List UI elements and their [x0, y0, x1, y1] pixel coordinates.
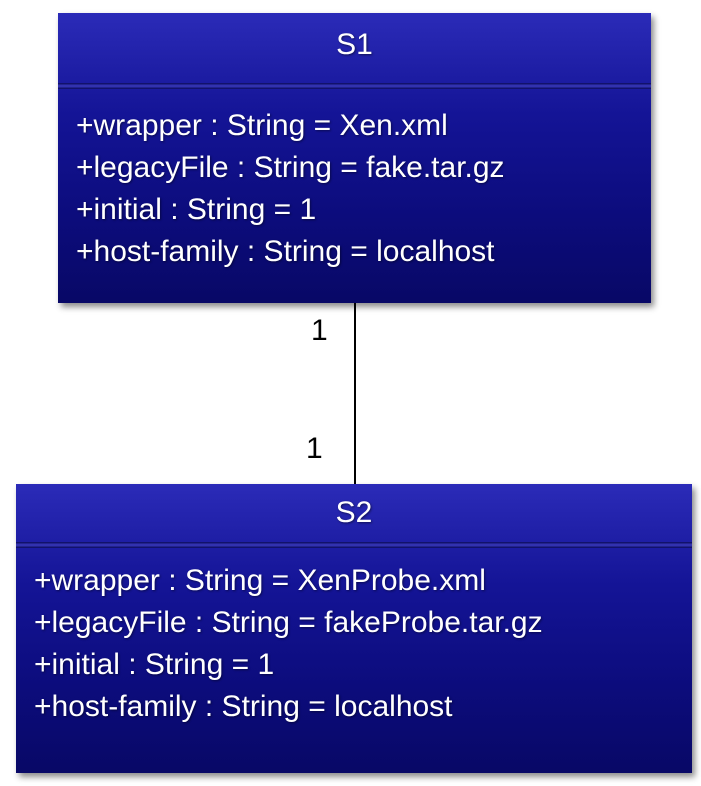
attribute-legacy-file: +legacyFile : String = fake.tar.gz — [76, 151, 505, 184]
class-s2: S2 +wrapper : String = XenProbe.xml +leg… — [16, 484, 692, 773]
class-divider — [16, 542, 692, 548]
attribute-initial: +initial : String = 1 — [34, 648, 275, 681]
attribute-list-s2: +wrapper : String = XenProbe.xml +legacy… — [34, 560, 684, 728]
multiplicity-top: 1 — [311, 314, 328, 347]
association-line — [354, 303, 356, 484]
attribute-initial: +initial : String = 1 — [76, 193, 317, 226]
attribute-legacy-file: +legacyFile : String = fakeProbe.tar.gz — [34, 606, 543, 639]
attribute-host-family: +host-family : String = localhost — [34, 690, 453, 723]
multiplicity-bottom: 1 — [306, 432, 323, 465]
attribute-wrapper: +wrapper : String = XenProbe.xml — [34, 564, 486, 597]
class-divider — [58, 83, 651, 89]
attribute-wrapper: +wrapper : String = Xen.xml — [76, 109, 448, 142]
class-name-s2: S2 — [335, 496, 373, 529]
attribute-host-family: +host-family : String = localhost — [76, 235, 495, 268]
attribute-list-s1: +wrapper : String = Xen.xml +legacyFile … — [76, 105, 643, 273]
class-name-s1: S1 — [336, 27, 373, 61]
class-s1: S1 +wrapper : String = Xen.xml +legacyFi… — [58, 13, 651, 303]
